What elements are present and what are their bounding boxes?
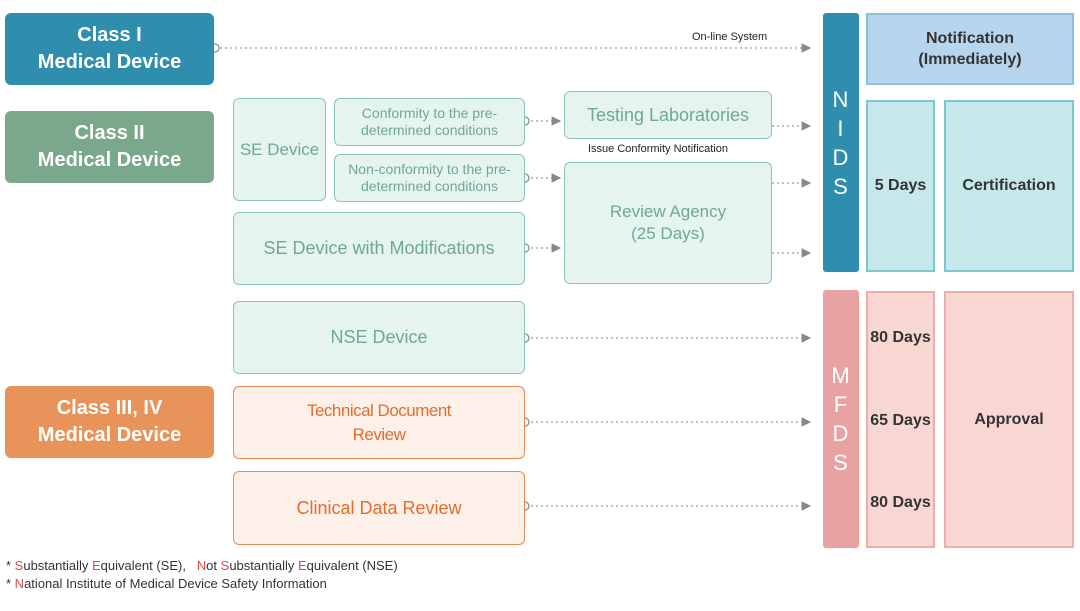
days-65-technical: 65 Days	[870, 411, 931, 429]
footnote-text: quivalent (NSE)	[306, 558, 398, 573]
footnote-text: ubstantially	[229, 558, 298, 573]
notification-box: Notification (Immediately)	[866, 13, 1074, 85]
footnote-letter: E	[92, 558, 101, 573]
footnote-letter: S	[220, 558, 230, 573]
footnote-letter: N	[14, 576, 25, 591]
footnote-text: ot	[206, 558, 221, 573]
conformity-box: Conformity to the pre- determined condit…	[334, 98, 525, 146]
footnote-se-nse: * Substantially Equivalent (SE), Not Sub…	[6, 558, 398, 573]
class-i-box: Class I Medical Device	[5, 13, 214, 85]
review-agency-box: Review Agency (25 Days)	[564, 162, 772, 284]
footnote-text: ational Institute of Medical Device Safe…	[24, 576, 327, 591]
online-system-label: On-line System	[692, 31, 768, 43]
nonconformity-box: Non-conformity to the pre- determined co…	[334, 154, 525, 202]
mfds-column: M F D S	[823, 290, 859, 548]
approval-box: Approval	[944, 291, 1074, 548]
footnote-asterisk: *	[6, 576, 15, 591]
class-ii-box: Class II Medical Device	[5, 111, 214, 183]
se-modified-box: SE Device with Modifications	[233, 212, 525, 285]
five-days-box: 5 Days	[866, 100, 935, 272]
nids-column: N I D S	[823, 13, 859, 272]
se-device-box: SE Device	[233, 98, 326, 201]
footnote-asterisk: *	[6, 558, 15, 573]
technical-document-review-box: Technical Document Review	[233, 386, 525, 459]
days-80-nse: 80 Days	[870, 329, 931, 346]
clinical-data-review-box: Clinical Data Review	[233, 471, 525, 545]
footnote-text: ubstantially	[23, 558, 92, 573]
footnote-nids: * National Institute of Medical Device S…	[6, 576, 327, 591]
days-80-clinical: 80 Days	[870, 494, 931, 511]
mfds-days-column: 80 Days 65 Days 80 Days	[866, 291, 935, 548]
class-iii-iv-box: Class III, IV Medical Device	[5, 386, 214, 458]
certification-box: Certification	[944, 100, 1074, 272]
issue-notification-label: Issue Conformity Notification	[588, 143, 728, 155]
footnote-letter: N	[196, 558, 207, 573]
footnote-letter: S	[14, 558, 24, 573]
testing-laboratories-box: Testing Laboratories	[564, 91, 772, 139]
nse-device-box: NSE Device	[233, 301, 525, 374]
footnote-letter: E	[297, 558, 307, 573]
footnote-text: quivalent (SE),	[100, 558, 197, 573]
